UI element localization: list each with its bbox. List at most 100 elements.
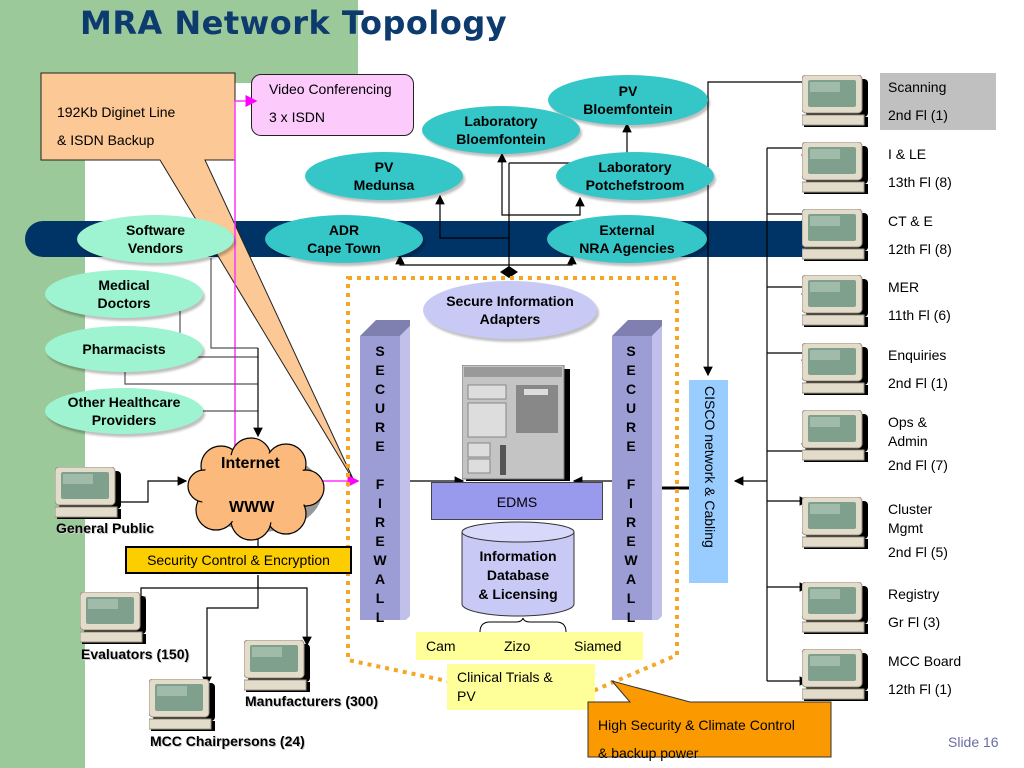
video-conferencing-label: Video Conferencing xyxy=(269,81,392,97)
computer-icon xyxy=(802,649,869,702)
node-label: Vendors xyxy=(127,240,184,256)
node-label: Other Healthcare xyxy=(67,394,181,410)
department-floor: Gr Fl (3) xyxy=(888,614,941,630)
page-title: MRA Network Topology xyxy=(80,4,508,42)
firewall-letter: I xyxy=(629,495,633,511)
department-name: Admin xyxy=(888,433,928,449)
diginet-callout-line2: & ISDN Backup xyxy=(57,132,155,148)
computer-icon xyxy=(802,497,869,550)
firewall-letter: C xyxy=(625,381,637,397)
firewall-letter: A xyxy=(374,571,386,587)
department-mcc-board[interactable]: MCC Board 12th Fl (1) xyxy=(888,647,961,703)
firewall-left xyxy=(360,320,410,620)
node-label: Software xyxy=(125,222,186,238)
client-evaluators: Evaluators (150) xyxy=(81,646,190,662)
node-label: Bloemfontein xyxy=(456,131,546,147)
subsystem-zizo: Zizo xyxy=(504,638,531,654)
department-name: Mgmt xyxy=(888,520,923,536)
slide-number: Slide 16 xyxy=(948,734,999,750)
department-floor: 12th Fl (1) xyxy=(888,681,952,697)
node-pharmacists[interactable]: Pharmacists xyxy=(45,326,203,372)
firewall-letter: L xyxy=(375,590,385,606)
firewall-letter: W xyxy=(624,552,638,568)
edms-box[interactable]: EDMS xyxy=(431,482,603,520)
node-label: PV xyxy=(374,159,394,175)
cisco-network-cabling[interactable]: CISCO network & Cabling xyxy=(689,380,728,583)
computer-icon xyxy=(802,75,869,128)
internet-label: Internet xyxy=(221,455,280,472)
firewall-letter: S xyxy=(626,343,636,359)
department-floor: 2nd Fl (1) xyxy=(888,107,948,123)
department-i-le[interactable]: I & LE 13th Fl (8) xyxy=(888,140,952,196)
database-icon[interactable] xyxy=(460,520,576,620)
department-name: Ops & xyxy=(888,414,927,430)
node-label: Cape Town xyxy=(307,240,381,256)
video-conferencing-isdn: 3 x ISDN xyxy=(269,109,326,125)
node-label: Laboratory xyxy=(464,113,538,129)
clinical-trials-line: PV xyxy=(457,688,476,704)
firewall-letter: C xyxy=(374,381,386,397)
node-label: Bloemfontein xyxy=(583,101,673,117)
database-label: Information Database & Licensing xyxy=(460,547,576,604)
high-security-callout: High Security & Climate Control & backup… xyxy=(598,711,795,767)
department-floor: 13th Fl (8) xyxy=(888,174,952,190)
department-name: MCC Board xyxy=(888,653,962,669)
internet-cloud-icon[interactable] xyxy=(186,436,336,548)
node-adr-cape-town[interactable]: ADR Cape Town xyxy=(265,215,423,263)
brace-icon xyxy=(479,618,567,633)
firewall-letter: U xyxy=(625,400,637,416)
firewall-right xyxy=(612,320,662,620)
firewall-letter: E xyxy=(626,533,636,549)
firewall-letter: L xyxy=(626,609,636,625)
diginet-callout-line1: 192Kb Diginet Line xyxy=(57,104,176,120)
computer-icon xyxy=(802,209,869,262)
department-name: Cluster xyxy=(888,501,933,517)
firewall-letter: I xyxy=(378,495,382,511)
database-label-line: Database xyxy=(486,567,550,583)
firewall-letter xyxy=(620,456,642,475)
department-scanning[interactable]: Scanning 2nd Fl (1) xyxy=(880,73,996,130)
firewall-letter: F xyxy=(626,476,636,492)
diginet-callout: 192Kb Diginet Line & ISDN Backup xyxy=(57,98,175,154)
firewall-letter: S xyxy=(375,343,385,359)
department-floor: 11th Fl (6) xyxy=(888,307,951,323)
client-general-public: General Public xyxy=(56,520,155,536)
cisco-label: CISCO network & Cabling xyxy=(702,386,718,548)
department-name: MER xyxy=(888,279,920,295)
firewall-letter: L xyxy=(375,609,385,625)
node-label: Potchefstroom xyxy=(585,177,685,193)
firewall-letter: E xyxy=(626,362,636,378)
video-conferencing-box: Video Conferencing 3 x ISDN xyxy=(251,74,414,136)
server-icon xyxy=(462,365,570,481)
computer-icon xyxy=(149,679,216,732)
department-floor: 2nd Fl (1) xyxy=(888,375,948,391)
computer-icon xyxy=(802,410,869,463)
firewall-letter: U xyxy=(374,400,386,416)
node-label: External xyxy=(599,222,655,238)
node-label: ADR xyxy=(328,222,360,238)
department-name: I & LE xyxy=(888,146,927,162)
node-label: Secure Information xyxy=(446,293,574,309)
high-security-line: & backup power xyxy=(598,745,699,761)
high-security-line: High Security & Climate Control xyxy=(598,717,795,733)
www-label: WWW xyxy=(229,499,275,516)
department-name: Scanning xyxy=(888,79,947,95)
department-mer[interactable]: MER 11th Fl (6) xyxy=(888,273,951,329)
security-control-box: Security Control & Encryption xyxy=(125,546,352,574)
